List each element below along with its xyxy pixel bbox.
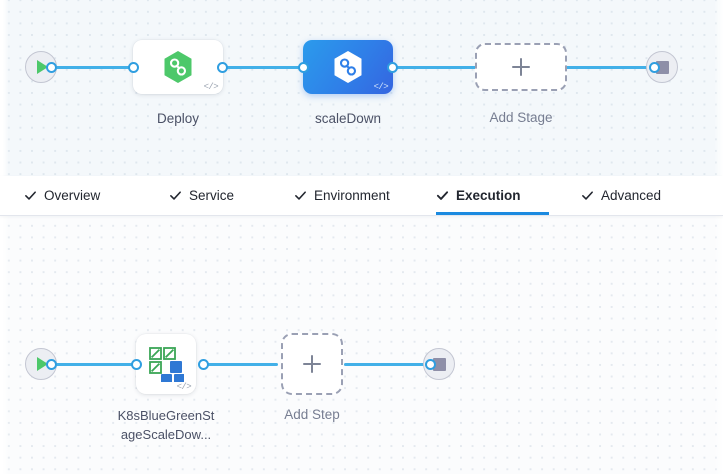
steps-canvas-right-fade bbox=[714, 216, 723, 474]
connector-dot-deploy-out bbox=[217, 62, 228, 73]
plus-icon bbox=[303, 355, 321, 373]
tab-execution[interactable]: Execution bbox=[436, 176, 549, 215]
connector-dot-exec-end-in bbox=[425, 359, 436, 370]
tab-advanced[interactable]: Advanced bbox=[581, 176, 686, 215]
harness-hexagon-icon bbox=[164, 51, 192, 83]
connector-dot-k8s-in bbox=[131, 359, 142, 370]
step-node-k8s-label-line2: ageScaleDow... bbox=[120, 427, 212, 442]
check-icon bbox=[25, 191, 36, 200]
stage-tab-bar: Overview Service Environment Execution A bbox=[0, 176, 723, 216]
code-icon[interactable]: </> bbox=[373, 82, 389, 92]
connector-dot-k8s-out bbox=[198, 359, 209, 370]
check-icon bbox=[582, 191, 593, 200]
add-step-button[interactable] bbox=[281, 333, 343, 395]
step-node-k8s-label: K8sBlueGreenSt ageScaleDow... bbox=[101, 406, 231, 444]
tab-service-label: Service bbox=[189, 188, 235, 203]
connector-dot-exec-start-out bbox=[46, 359, 57, 370]
tab-overview[interactable]: Overview bbox=[24, 176, 114, 215]
plus-icon bbox=[512, 58, 530, 76]
stage-node-scaledown-label: scaleDown bbox=[314, 111, 382, 126]
connector-dot-end-in bbox=[649, 62, 660, 73]
add-stage-label: Add Stage bbox=[489, 110, 553, 125]
execution-steps-canvas[interactable]: </> K8sBlueGreenSt ageScaleDow... Add St… bbox=[0, 216, 723, 474]
stop-icon bbox=[432, 357, 446, 371]
tab-environment[interactable]: Environment bbox=[294, 176, 409, 215]
stage-graph-canvas[interactable]: </> Deploy </> scaleDown Add Stage bbox=[0, 0, 723, 176]
check-icon bbox=[170, 191, 181, 200]
steps-canvas-left-fade bbox=[0, 216, 9, 474]
add-stage-button[interactable] bbox=[475, 43, 567, 91]
connector-start-to-deploy bbox=[50, 66, 146, 69]
tab-environment-label: Environment bbox=[314, 188, 390, 203]
harness-hexagon-icon bbox=[334, 51, 362, 83]
step-node-k8s-bluegreen-scaledown[interactable]: </> bbox=[136, 334, 196, 394]
tab-overview-label: Overview bbox=[44, 188, 101, 203]
connector-k8s-to-addstep bbox=[202, 363, 278, 366]
connector-deploy-to-scaledown bbox=[221, 66, 311, 69]
connector-dot-scaledown-in bbox=[298, 62, 309, 73]
play-icon bbox=[37, 60, 48, 74]
connector-start-to-k8s bbox=[50, 363, 142, 366]
connector-addstep-to-end bbox=[344, 363, 430, 366]
connector-dot-scaledown-out bbox=[387, 62, 398, 73]
canvas-left-fade bbox=[0, 0, 9, 176]
execution-end-node[interactable] bbox=[423, 348, 455, 380]
stage-node-deploy-label: Deploy bbox=[156, 111, 200, 126]
canvas-right-fade bbox=[714, 0, 723, 176]
check-icon bbox=[436, 191, 449, 200]
tab-service[interactable]: Service bbox=[169, 176, 249, 215]
connector-scaledown-to-addstage bbox=[386, 66, 482, 69]
k8s-bluegreen-icon bbox=[149, 347, 184, 382]
stage-node-scaledown[interactable]: </> bbox=[303, 40, 393, 94]
connector-dot-deploy-in bbox=[128, 62, 139, 73]
connector-dot-start-out bbox=[46, 62, 57, 73]
code-icon[interactable]: </> bbox=[203, 82, 219, 92]
code-icon[interactable]: </> bbox=[176, 382, 192, 392]
add-step-label: Add Step bbox=[284, 407, 340, 422]
play-icon bbox=[37, 357, 48, 371]
stage-node-deploy[interactable]: </> bbox=[133, 40, 223, 94]
check-icon bbox=[295, 191, 306, 200]
tab-execution-label: Execution bbox=[456, 188, 521, 203]
step-node-k8s-label-line1: K8sBlueGreenSt bbox=[117, 408, 215, 423]
connector-addstage-to-end bbox=[561, 66, 653, 69]
tab-advanced-label: Advanced bbox=[601, 188, 662, 203]
